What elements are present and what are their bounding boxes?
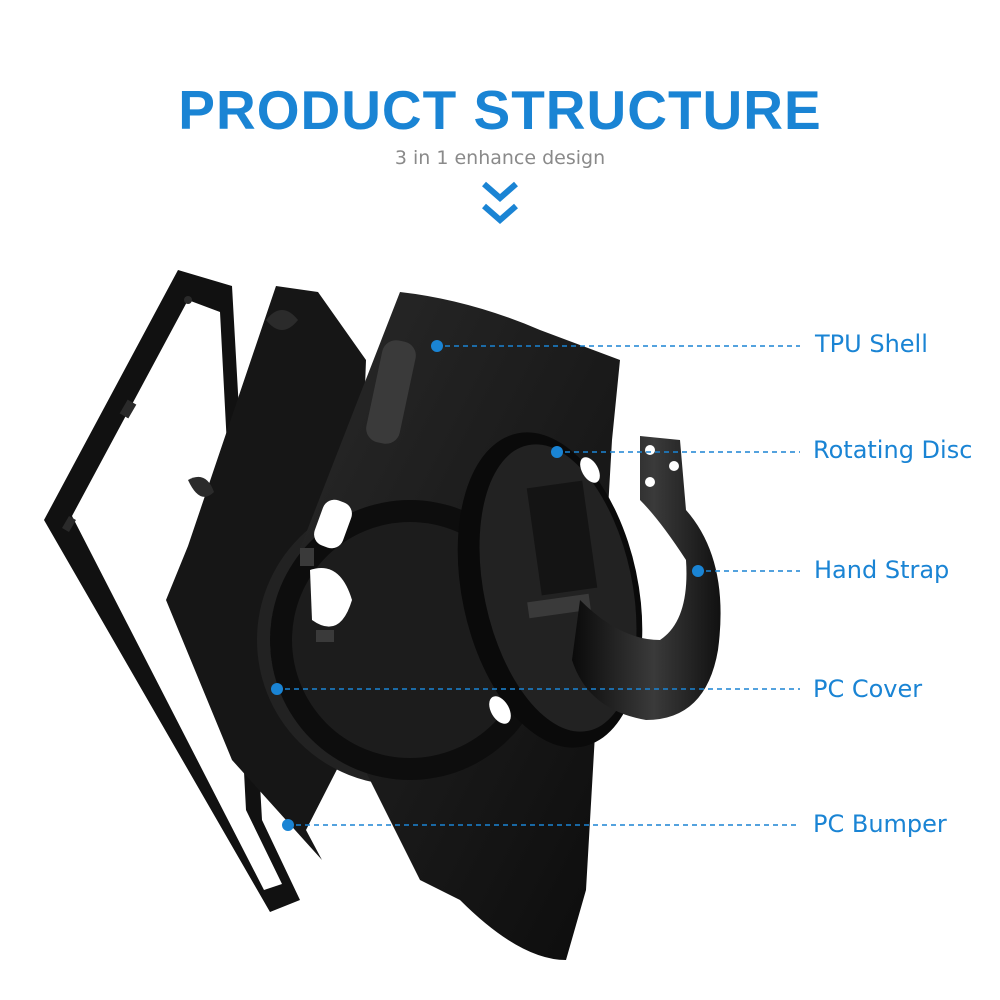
pc-bumper-dot bbox=[282, 819, 294, 831]
hand-strap-part bbox=[572, 436, 721, 720]
pc-cover-dot bbox=[271, 683, 283, 695]
tpu-shell-dot bbox=[431, 340, 443, 352]
double-chevron-down-icon bbox=[482, 181, 518, 224]
rotating-disc-dot bbox=[551, 446, 563, 458]
page-title: PRODUCT STRUCTURE bbox=[178, 79, 822, 141]
pc-cover-label: PC Cover bbox=[813, 675, 923, 703]
pc-bumper-label: PC Bumper bbox=[813, 810, 947, 838]
page-subtitle: 3 in 1 enhance design bbox=[394, 147, 606, 169]
hand-strap-dot bbox=[692, 565, 704, 577]
hand-strap-label: Hand Strap bbox=[814, 556, 950, 584]
tpu-shell-label: TPU Shell bbox=[815, 330, 928, 358]
rotating-disc-label: Rotating Disc bbox=[813, 436, 973, 464]
